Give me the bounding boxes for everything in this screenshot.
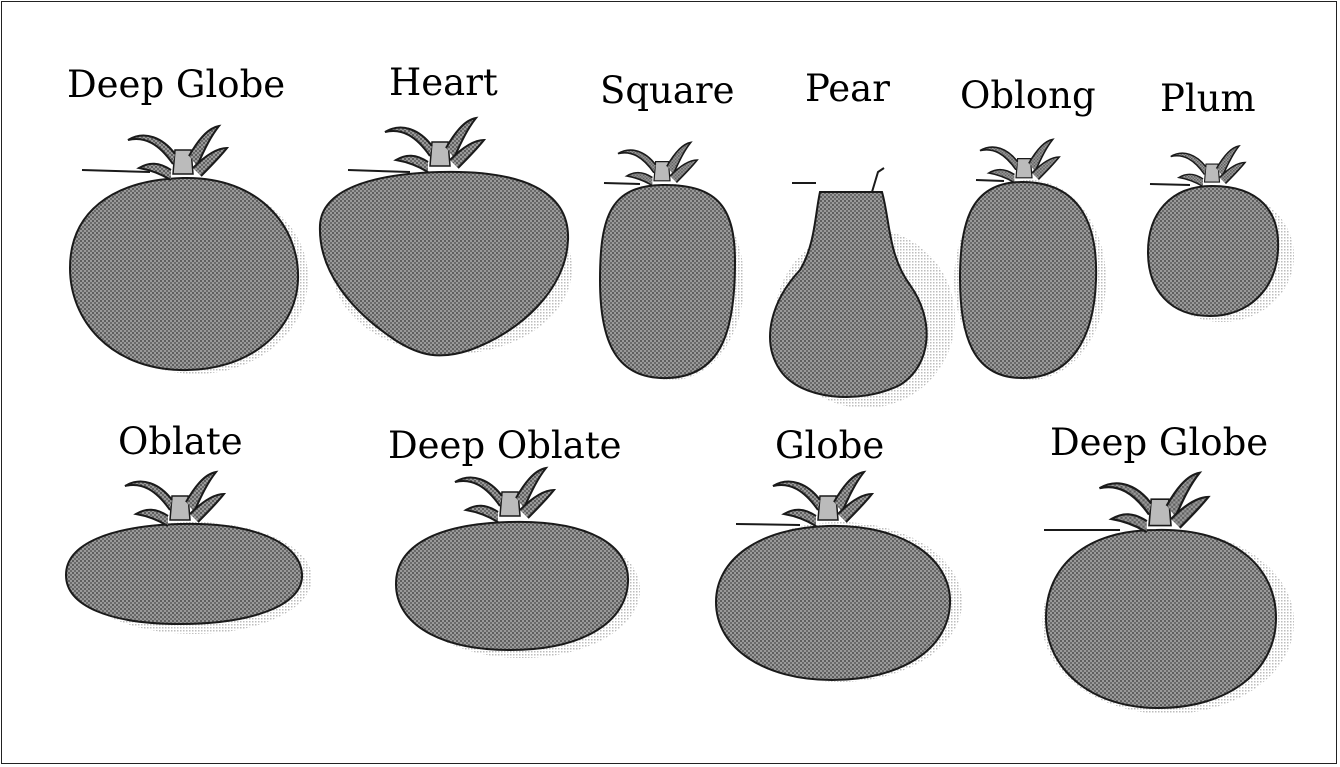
- tomato-deep-globe-bottom: [1042, 473, 1294, 714]
- tomato-deep-globe-top: [70, 126, 308, 374]
- tomato-heart: [320, 118, 572, 355]
- tomato-pear: [770, 168, 955, 408]
- tomato-deep-oblate: [396, 468, 640, 658]
- tomato-plum: [1148, 146, 1294, 322]
- tomato-globe: [716, 472, 962, 682]
- tomato-square: [600, 142, 744, 380]
- tomato-oblong: [954, 139, 1106, 380]
- tomato-oblate: [66, 472, 312, 634]
